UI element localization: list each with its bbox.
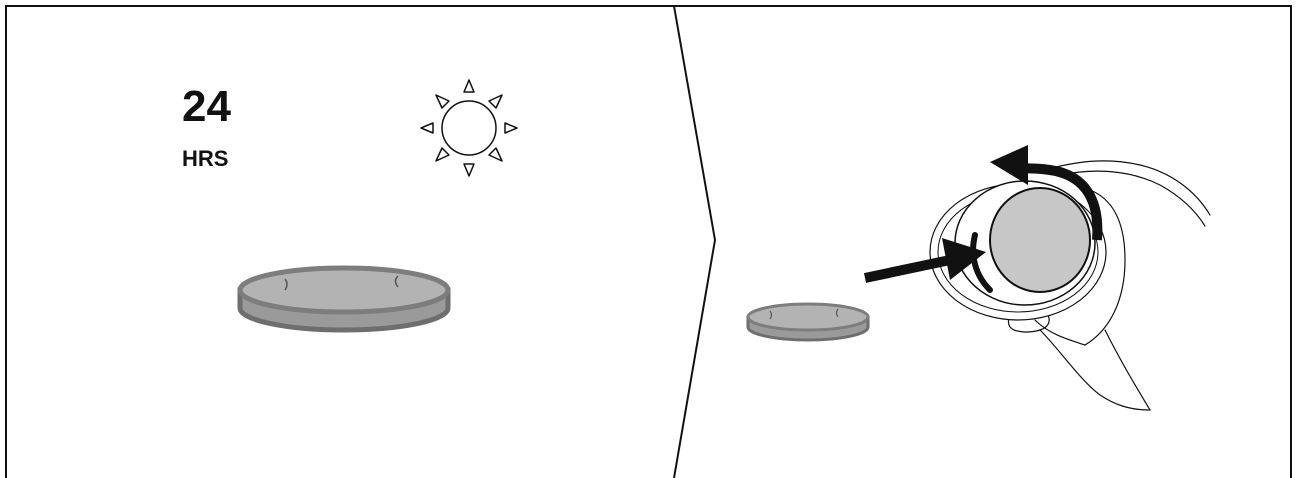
panel-right xyxy=(748,145,1210,410)
duration-value: 24 xyxy=(182,82,231,131)
disc-right xyxy=(748,304,868,340)
panel-left: 24 HRS xyxy=(182,80,517,330)
panel-divider xyxy=(674,6,715,478)
duration-unit: HRS xyxy=(182,146,228,171)
disc-left xyxy=(240,268,448,330)
sun-icon xyxy=(421,80,517,176)
